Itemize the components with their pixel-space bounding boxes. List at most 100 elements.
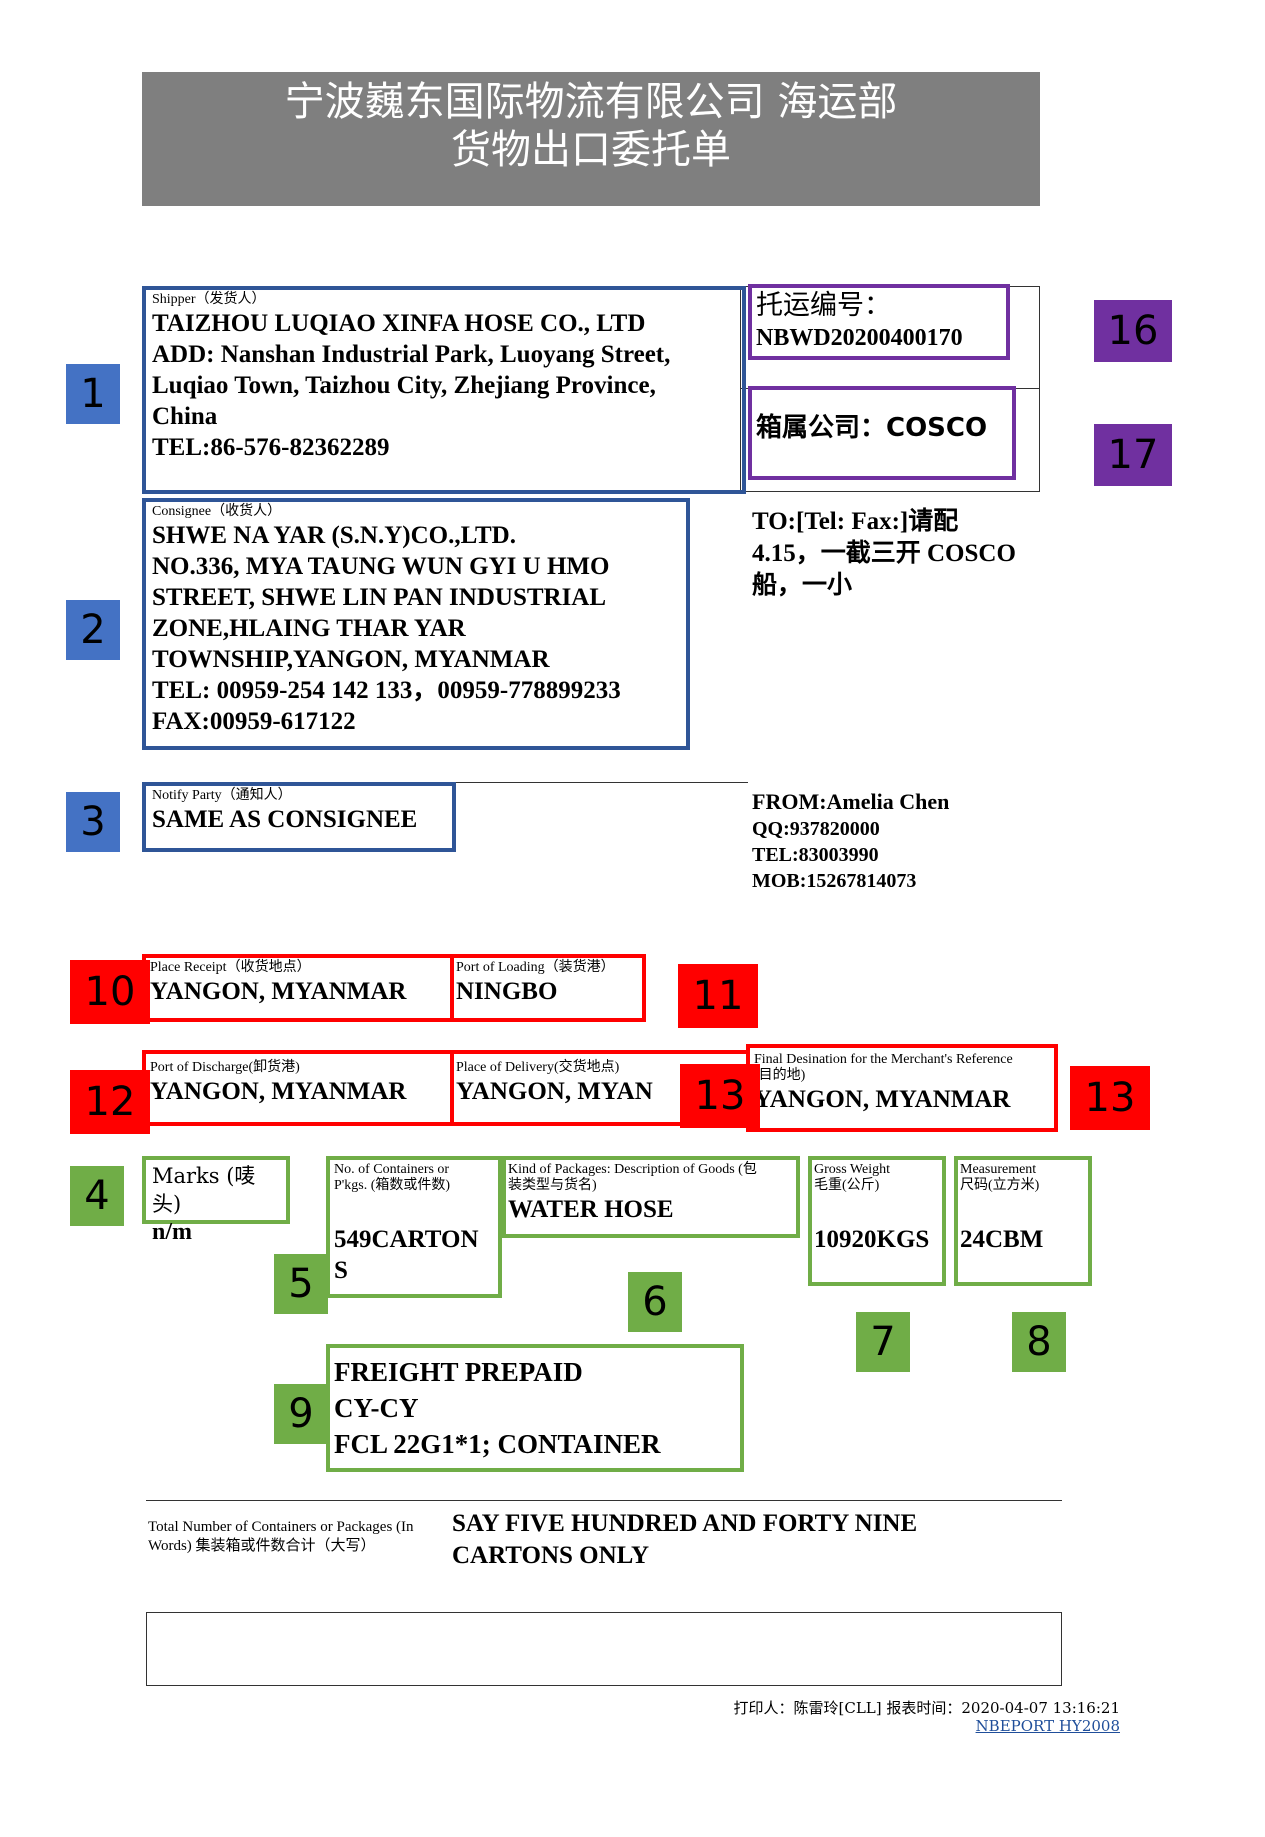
measurement-label-cn: 尺码(立方米) xyxy=(960,1178,1040,1193)
shipper-line: China xyxy=(152,403,218,430)
packages-label-cn: 装类型与货名) xyxy=(508,1178,597,1193)
freight-line: FREIGHT PREPAID xyxy=(334,1357,583,1387)
place-receipt-label: Place Receipt（收货地点） xyxy=(150,960,311,975)
from-line: FROM:Amelia Chen xyxy=(752,789,950,814)
packages-value: WATER HOSE xyxy=(508,1196,674,1223)
tag-13: 13 xyxy=(680,1064,760,1128)
total-line: CARTONS ONLY xyxy=(452,1542,650,1569)
gross-weight-label: Gross Weight xyxy=(814,1162,891,1177)
from-line: MOB:15267814073 xyxy=(752,870,917,892)
total-in-words: SAY FIVE HUNDRED AND FORTY NINE CARTONS … xyxy=(452,1508,1052,1572)
final-destination-value: YANGON, MYANMAR xyxy=(754,1086,1011,1113)
tag-17: 17 xyxy=(1094,424,1172,486)
from-line: QQ:937820000 xyxy=(752,818,880,840)
containers-value: 549CARTON xyxy=(334,1226,479,1253)
notify-divider xyxy=(454,782,748,783)
freight-line: FCL 22G1*1; CONTAINER xyxy=(334,1429,661,1459)
notify-value: SAME AS CONSIGNEE xyxy=(152,806,418,833)
to-line: 船，一小 xyxy=(752,572,853,599)
measurement-value: 24CBM xyxy=(960,1226,1044,1253)
gross-weight-value: 10920KGS xyxy=(814,1226,930,1253)
measurement-label: Measurement xyxy=(960,1162,1037,1177)
booking-number: NBWD20200400170 xyxy=(756,325,963,351)
shipper-line: Luqiao Town, Taizhou City, Zhejiang Prov… xyxy=(152,372,656,399)
gross-weight-label-cn: 毛重(公斤) xyxy=(814,1178,880,1193)
consignee-label: Consignee（收货人） xyxy=(152,504,282,519)
consignee-line: FAX:00959-617122 xyxy=(152,708,356,735)
consignee-box: Consignee（收货人） SHWE NA YAR (S.N.Y)CO.,LT… xyxy=(142,498,690,750)
tag-16: 16 xyxy=(1094,300,1172,362)
consignee-line: TOWNSHIP,YANGON, MYANMAR xyxy=(152,646,550,673)
total-label: Total Number of Containers or Packages (… xyxy=(148,1518,448,1556)
port-discharge-label: Port of Discharge(卸货港) xyxy=(150,1060,300,1075)
total-divider xyxy=(146,1500,1062,1501)
tag-12: 12 xyxy=(70,1070,150,1134)
shipper-label: Shipper（发货人） xyxy=(152,292,266,307)
consignee-line: TEL: 00959-254 142 133，00959-778899233 xyxy=(152,677,621,704)
gross-weight-box: Gross Weight 毛重(公斤) 10920KGS xyxy=(808,1156,946,1286)
port-loading-box: Port of Loading（装货港） NINGBO xyxy=(450,954,646,1022)
from-line: TEL:83003990 xyxy=(752,844,879,866)
freight-line: CY-CY xyxy=(334,1393,419,1423)
place-receipt-value: YANGON, MYANMAR xyxy=(150,978,407,1005)
total-line: SAY FIVE HUNDRED AND FORTY NINE xyxy=(452,1510,918,1537)
total-label-en: Total Number of Containers or Packages (… xyxy=(148,1519,414,1535)
tag-2: 2 xyxy=(66,600,120,660)
container-company-box: 箱属公司：COSCO xyxy=(748,386,1016,480)
consignee-line: SHWE NA YAR (S.N.Y)CO.,LTD. xyxy=(152,522,516,549)
print-info: 打印人：陈雷玲[CLL] 报表时间：2020-04-07 13:16:21 xyxy=(733,1699,1121,1717)
tag-1: 1 xyxy=(66,364,120,424)
packages-label: Kind of Packages: Description of Goods (… xyxy=(508,1162,757,1177)
shipper-line: TEL:86-576-82362289 xyxy=(152,434,390,461)
from-contact: FROM:Amelia Chen QQ:937820000 TEL:830039… xyxy=(752,788,1052,894)
tag-3: 3 xyxy=(66,792,120,852)
place-delivery-label: Place of Delivery(交货地点) xyxy=(456,1060,620,1075)
port-discharge-value: YANGON, MYANMAR xyxy=(150,1078,407,1105)
total-label-cn: Words) 集装箱或件数合计（大写） xyxy=(148,1538,376,1554)
port-loading-value: NINGBO xyxy=(456,978,558,1005)
containers-label-cn: P'kgs. (箱数或件数) xyxy=(334,1178,451,1193)
to-note: TO:[Tel: Fax:]请配 4.15，一截三开 COSCO 船，一小 xyxy=(752,506,1052,602)
containers-value-cont: S xyxy=(334,1257,348,1284)
to-line: 4.15，一截三开 COSCO xyxy=(752,540,1016,567)
tag-5: 5 xyxy=(274,1254,328,1314)
port-discharge-box: Port of Discharge(卸货港) YANGON, MYANMAR xyxy=(142,1050,454,1126)
container-company: 箱属公司：COSCO xyxy=(756,413,988,443)
consignee-line: STREET, SHWE LIN PAN INDUSTRIAL xyxy=(152,584,607,611)
notify-party-box: Notify Party（通知人） SAME AS CONSIGNEE xyxy=(142,782,456,852)
containers-count-box: No. of Containers or P'kgs. (箱数或件数) 549C… xyxy=(326,1156,502,1298)
tag-11: 11 xyxy=(678,964,758,1028)
tag-13: 13 xyxy=(1070,1066,1150,1130)
remarks-box xyxy=(146,1612,1062,1686)
tag-8: 8 xyxy=(1012,1312,1066,1372)
to-line: TO:[Tel: Fax:]请配 xyxy=(752,508,959,535)
containers-label: No. of Containers or xyxy=(334,1162,450,1177)
shipper-line: ADD: Nanshan Industrial Park, Luoyang St… xyxy=(152,341,671,368)
tag-4: 4 xyxy=(70,1166,124,1226)
booking-label: 托运编号： xyxy=(756,290,891,321)
form-title: 货物出口委托单 xyxy=(451,127,731,173)
place-delivery-value: YANGON, MYAN xyxy=(456,1078,653,1105)
marks-label: Marks (唛头) xyxy=(152,1164,256,1216)
final-destination-box: Final Desination for the Merchant's Refe… xyxy=(746,1044,1058,1132)
tag-7: 7 xyxy=(856,1312,910,1372)
marks-box: Marks (唛头) n/m xyxy=(142,1156,290,1245)
tag-9: 9 xyxy=(274,1384,328,1444)
tag-6: 6 xyxy=(628,1272,682,1332)
freight-terms-box: FREIGHT PREPAID CY-CY FCL 22G1*1; CONTAI… xyxy=(326,1344,744,1472)
port-loading-label: Port of Loading（装货港） xyxy=(456,960,615,975)
booking-number-box: 托运编号： NBWD20200400170 xyxy=(748,284,1010,360)
marks-value: n/m xyxy=(152,1219,193,1245)
notify-label: Notify Party（通知人） xyxy=(152,788,292,803)
shipper-box: Shipper（发货人） TAIZHOU LUQIAO XINFA HOSE C… xyxy=(142,286,746,494)
final-destination-label-cn: (目的地) xyxy=(754,1068,806,1083)
final-destination-label: Final Desination for the Merchant's Refe… xyxy=(754,1052,1013,1067)
tag-10: 10 xyxy=(70,960,150,1024)
consignee-line: ZONE,HLAING THAR YAR xyxy=(152,615,466,642)
consignee-line: NO.336, MYA TAUNG WUN GYI U HMO xyxy=(152,553,610,580)
document-title-banner: 宁波巍东国际物流有限公司 海运部 货物出口委托单 xyxy=(142,72,1040,206)
packages-box: Kind of Packages: Description of Goods (… xyxy=(502,1156,800,1238)
measurement-box: Measurement 尺码(立方米) 24CBM xyxy=(954,1156,1092,1286)
company-name: 宁波巍东国际物流有限公司 海运部 xyxy=(284,79,898,125)
nbeport-link[interactable]: NBEPORT HY2008 xyxy=(975,1717,1120,1735)
